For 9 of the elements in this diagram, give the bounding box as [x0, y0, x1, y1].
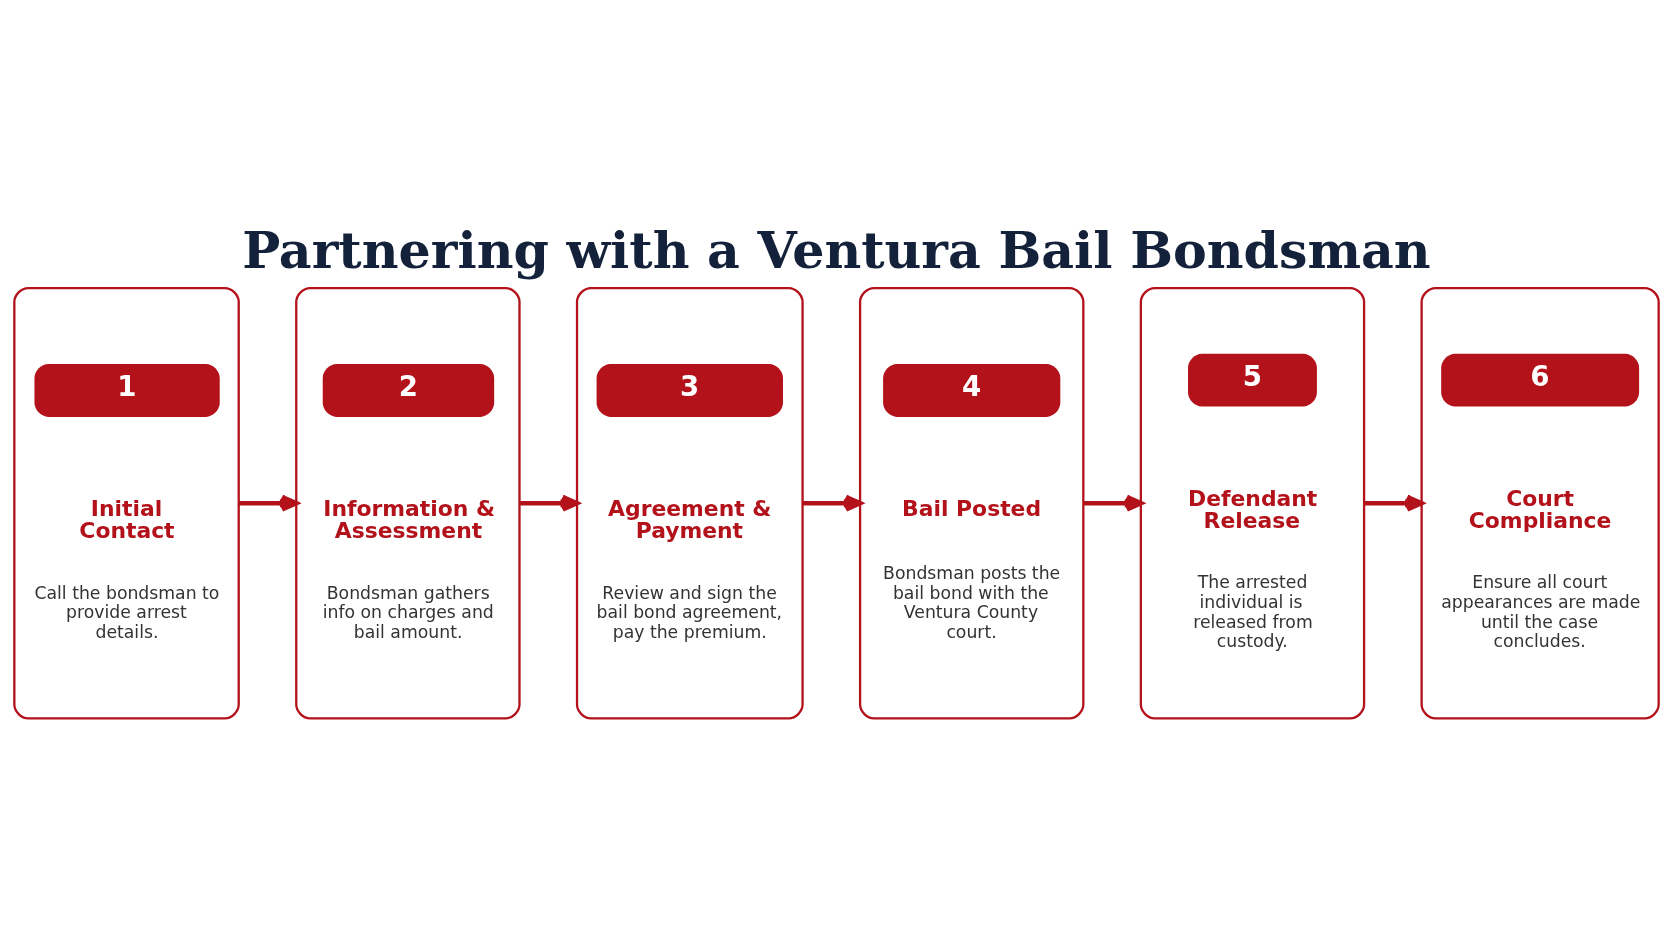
node-box: 4 Bail Posted Bondsman posts the bail bond with the Ventura County court. — [858, 286, 1084, 720]
node-box: 6 Court Compliance Ensure all court appearances are made until the case concludes. — [1419, 286, 1660, 720]
node-box: 1 Initial Contact Call the bondsman to provide arrest details. — [12, 286, 240, 720]
node-box: 5 Defendant Release The arrested individual is released from custody. — [1139, 286, 1365, 720]
diagram-title: Partnering with a Ventura Bail Bondsman — [241, 219, 1431, 280]
node-box: 3 Agreement & Payment Review and sign the bail bond agreement, pay the premium. — [575, 286, 804, 720]
arrow — [519, 494, 579, 512]
arrow — [1363, 494, 1424, 512]
node-box: 2 Information & Assessment Bondsman gathers info on charges and bail amount. — [294, 286, 521, 720]
